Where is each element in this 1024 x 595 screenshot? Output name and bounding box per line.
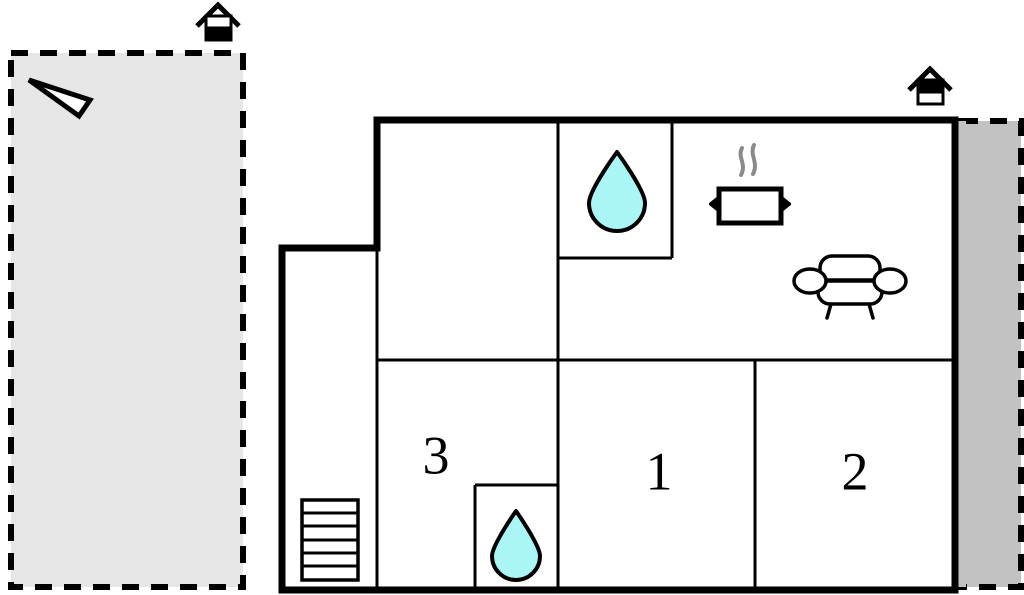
cooking-pot-icon: [709, 143, 791, 226]
plot-areas: [8, 50, 1024, 590]
room-number-2: 2: [842, 441, 869, 501]
house-marker-right: [907, 65, 953, 106]
right-plot-area: [958, 118, 1024, 590]
exterior-walls: [278, 116, 959, 594]
sofa-icon: [792, 254, 908, 320]
room-number-1: 1: [646, 441, 673, 501]
left-plot-area: [8, 50, 246, 590]
radiator-icon: [300, 498, 360, 582]
water-drop-icon-lower: [490, 509, 542, 582]
room-number-3: 3: [423, 425, 450, 485]
room-number-labels: 3 1 2: [423, 425, 869, 501]
water-drop-icon-upper: [587, 150, 647, 233]
house-marker-left: [195, 1, 241, 42]
right-plot-fill-extension: [956, 121, 966, 587]
north-arrow: [27, 77, 94, 120]
house-interior: [282, 120, 955, 590]
